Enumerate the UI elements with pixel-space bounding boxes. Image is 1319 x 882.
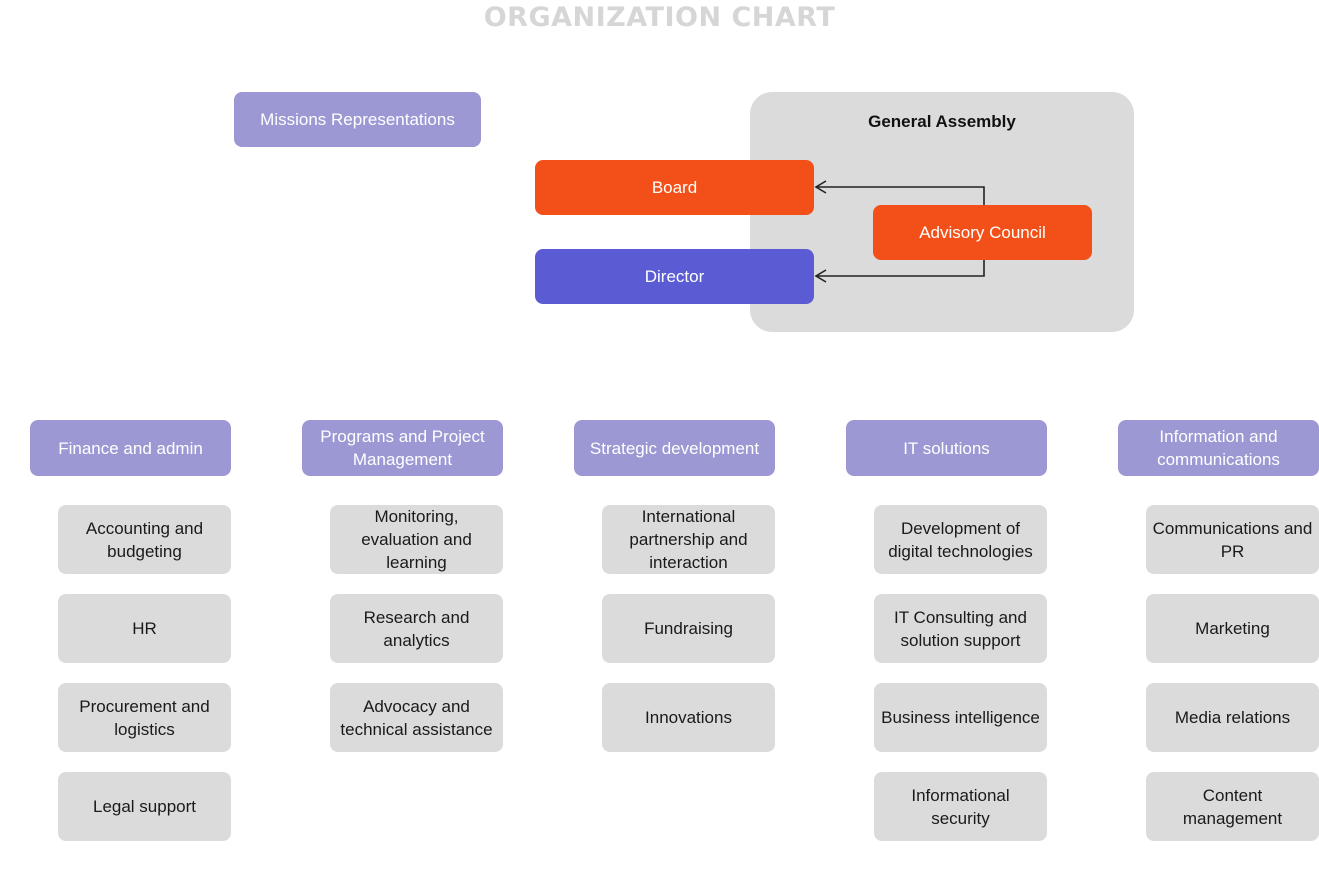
department-header: IT solutions: [846, 420, 1047, 476]
chart-title: ORGANIZATION CHART: [483, 2, 836, 33]
unit-box: Innovations: [602, 683, 775, 752]
unit-box: Research and analytics: [330, 594, 503, 663]
unit-box: Procurement and logistics: [58, 683, 231, 752]
department-header: Finance and admin: [30, 420, 231, 476]
board-box: Board: [535, 160, 814, 215]
unit-box: Media relations: [1146, 683, 1319, 752]
general-assembly-label: General Assembly: [868, 112, 1016, 131]
unit-box: Development of digital technologies: [874, 505, 1047, 574]
unit-box: Content management: [1146, 772, 1319, 841]
advisory-council-box: Advisory Council: [873, 205, 1092, 260]
unit-box: Business intelligence: [874, 683, 1047, 752]
unit-box: IT Consulting and solution support: [874, 594, 1047, 663]
unit-box: International partnership and interactio…: [602, 505, 775, 574]
unit-box: Informational security: [874, 772, 1047, 841]
unit-box: Monitoring, evaluation and learning: [330, 505, 503, 574]
unit-box: Fundraising: [602, 594, 775, 663]
department-header: Strategic development: [574, 420, 775, 476]
unit-box: Communications and PR: [1146, 505, 1319, 574]
unit-box: Advocacy and technical assistance: [330, 683, 503, 752]
unit-box: HR: [58, 594, 231, 663]
unit-box: Accounting and budgeting: [58, 505, 231, 574]
department-header: Information and communications: [1118, 420, 1319, 476]
department-header: Programs and Project Management: [302, 420, 503, 476]
missions-representations-box: Missions Representations: [234, 92, 481, 147]
unit-box: Marketing: [1146, 594, 1319, 663]
director-box: Director: [535, 249, 814, 304]
unit-box: Legal support: [58, 772, 231, 841]
